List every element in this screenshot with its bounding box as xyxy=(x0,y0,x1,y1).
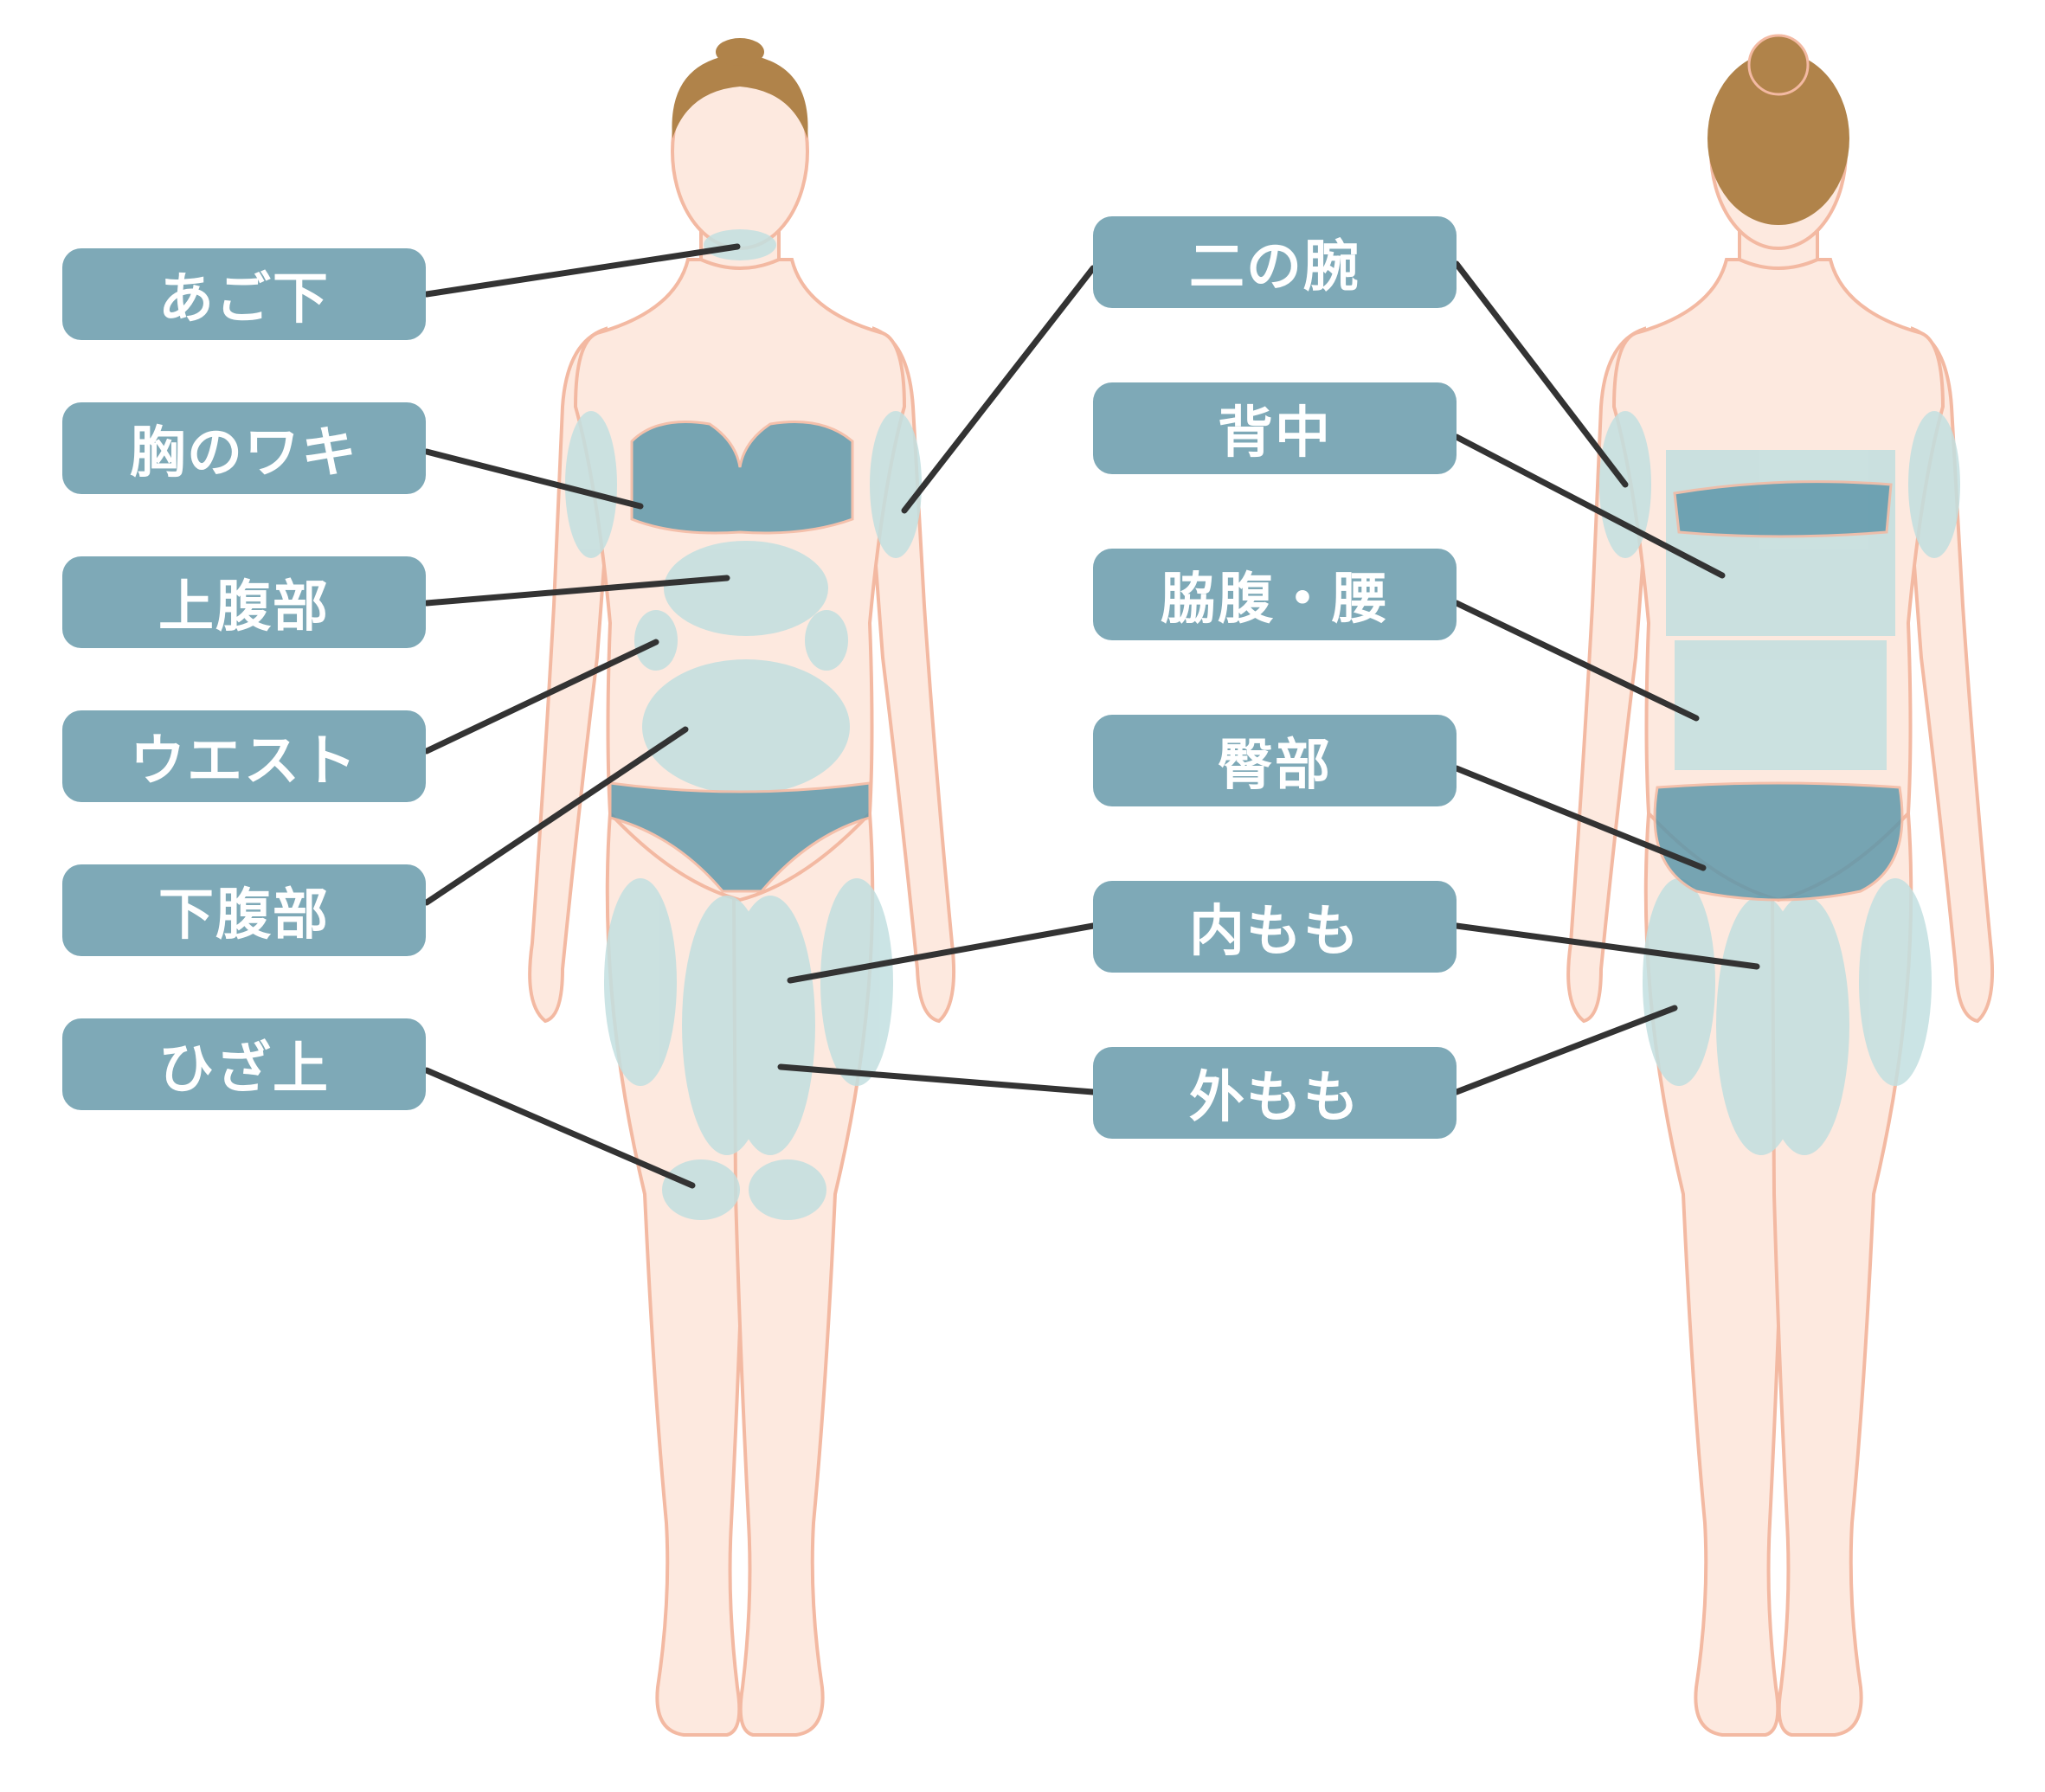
label-upper-abdomen: 上腹部 xyxy=(62,556,426,648)
label-above-knee-text: ひざ上 xyxy=(158,1037,330,1102)
label-above-knee: ひざ上 xyxy=(62,1018,426,1110)
label-outer-thigh: 外もも xyxy=(1093,1047,1457,1139)
zone-lower-back xyxy=(1675,640,1887,770)
zone-upper-abdomen xyxy=(664,541,828,636)
label-buttocks-text: 臀部 xyxy=(1218,734,1332,798)
zone-arm-left xyxy=(565,411,617,558)
leader-chest-armpit xyxy=(423,448,644,510)
leader-outer-thigh-front xyxy=(777,1063,1096,1095)
back-briefs xyxy=(1653,781,1904,902)
leader-chin xyxy=(423,243,741,298)
zone-back-outer-thigh-left xyxy=(1643,878,1715,1086)
label-chest-armpit-text: 胸のワキ xyxy=(130,421,358,485)
front-briefs xyxy=(608,781,871,893)
label-lower-abdomen-text: 下腹部 xyxy=(158,883,330,947)
leader-upper-arm-front xyxy=(901,265,1096,514)
leader-upper-arm-back xyxy=(1453,260,1629,488)
leader-back xyxy=(1453,434,1726,579)
front-hair-bun xyxy=(716,38,764,66)
label-waist: ウエスト xyxy=(62,710,426,802)
label-flank-lower-back: 脇腹・腰 xyxy=(1093,549,1457,640)
leader-waist xyxy=(423,639,659,755)
front-clothing xyxy=(608,421,871,893)
front-figure xyxy=(528,53,956,1737)
front-hair xyxy=(672,54,808,138)
label-upper-arm: 二の腕 xyxy=(1093,216,1457,308)
back-bra-band xyxy=(1673,480,1893,538)
back-clothing xyxy=(1653,480,1904,902)
back-zones xyxy=(1599,411,1960,1155)
zone-inner-thigh-right xyxy=(725,896,815,1155)
zone-knee-left xyxy=(662,1159,740,1220)
zone-waist-right xyxy=(805,610,848,671)
back-hair xyxy=(1707,52,1849,225)
back-hair-bun xyxy=(1747,34,1810,96)
zone-upper-back xyxy=(1666,450,1895,636)
label-lower-abdomen: 下腹部 xyxy=(62,864,426,956)
label-outer-thigh-text: 外もも xyxy=(1189,1066,1360,1130)
leader-upper-abdomen xyxy=(423,575,730,607)
label-inner-thigh-text: 内もも xyxy=(1189,900,1360,964)
zone-back-arm-right xyxy=(1908,411,1960,558)
leader-lower-abdomen xyxy=(423,726,689,906)
label-buttocks: 臀部 xyxy=(1093,715,1457,806)
leader-inner-thigh-back xyxy=(1453,922,1760,970)
leader-lines xyxy=(423,243,1760,1189)
leader-flank-lower-back xyxy=(1453,600,1700,722)
label-inner-thigh: 内もも xyxy=(1093,881,1457,973)
label-upper-abdomen-text: 上腹部 xyxy=(158,575,330,639)
zone-chin xyxy=(704,229,776,260)
label-waist-text: ウエスト xyxy=(130,729,358,793)
label-chest-armpit: 胸のワキ xyxy=(62,402,426,494)
leader-inner-thigh-front xyxy=(787,922,1096,984)
zone-back-inner-thigh-right xyxy=(1759,896,1849,1155)
label-chin-text: あご下 xyxy=(158,267,330,331)
label-back-text: 背中 xyxy=(1218,401,1332,466)
leader-buttocks xyxy=(1453,765,1707,871)
leader-above-knee xyxy=(423,1067,696,1189)
zone-arm-right xyxy=(870,411,922,558)
zone-outer-thigh-right xyxy=(820,878,893,1086)
front-zones xyxy=(565,229,922,1220)
front-bra xyxy=(630,421,854,535)
zone-outer-thigh-left xyxy=(604,878,677,1086)
leader-outer-thigh-back xyxy=(1453,1005,1678,1095)
zone-back-outer-thigh-right xyxy=(1859,878,1932,1086)
label-chin: あご下 xyxy=(62,248,426,340)
zone-knee-right xyxy=(749,1159,826,1220)
label-back: 背中 xyxy=(1093,382,1457,474)
zone-lower-abdomen xyxy=(642,659,850,794)
label-flank-lower-back-text: 脇腹・腰 xyxy=(1161,568,1389,632)
label-upper-arm-text: 二の腕 xyxy=(1189,235,1360,299)
